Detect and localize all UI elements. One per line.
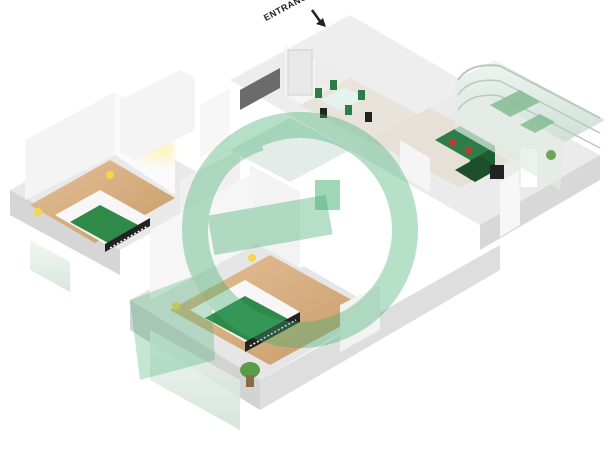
- dining: [300, 78, 420, 142]
- plant: [240, 362, 260, 387]
- entrance-arrow-icon: [310, 9, 326, 27]
- bed-left: [55, 190, 150, 252]
- balcony: [455, 60, 605, 190]
- bedroom-bottom: [150, 172, 380, 430]
- bed-bottom: [190, 280, 300, 352]
- kitchen: [120, 45, 345, 160]
- watermark-logo: [130, 112, 418, 380]
- balcony-railing: [457, 64, 601, 149]
